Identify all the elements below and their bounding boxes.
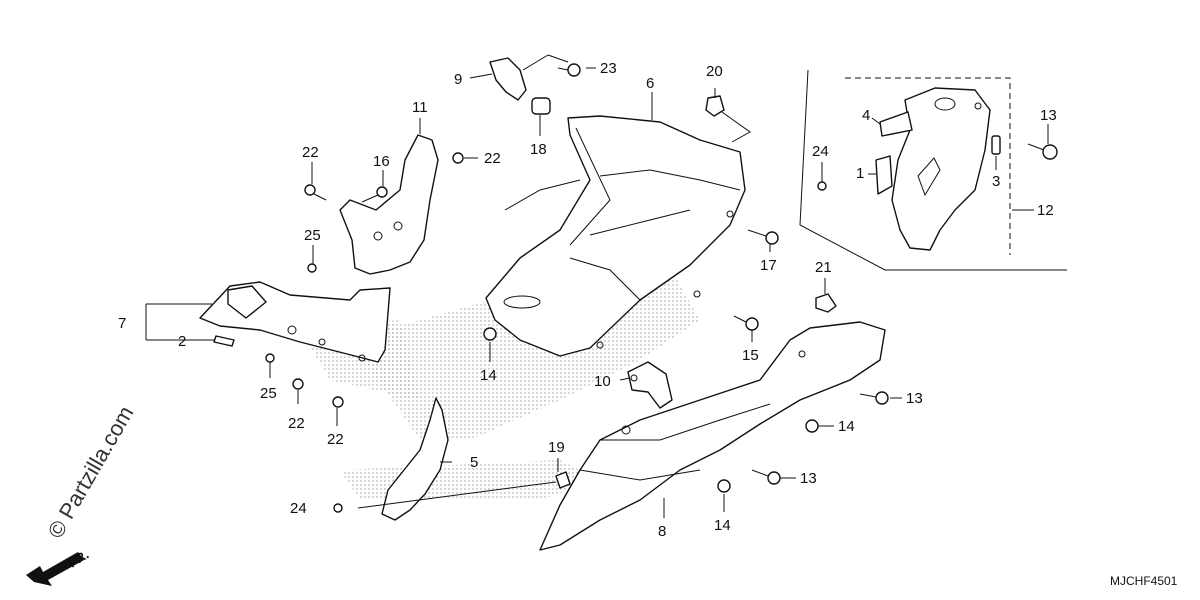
callout-5: 5 [470, 454, 478, 471]
part-3-clip[interactable] [991, 135, 1001, 155]
bolt-22-low [332, 396, 344, 408]
callout-24-bottom: 24 [290, 500, 307, 517]
callout-22-mid: 22 [288, 415, 305, 432]
callout-13-right: 13 [906, 390, 923, 407]
callout-14-center: 14 [480, 367, 497, 384]
callout-14-right: 14 [838, 418, 855, 435]
callout-18: 18 [530, 141, 547, 158]
callout-11: 11 [412, 99, 428, 116]
part-6-upper-cowl[interactable] [485, 115, 746, 357]
part-1-pad[interactable] [875, 155, 893, 195]
part-20-clip[interactable] [705, 95, 725, 117]
part-7-side-panel[interactable] [199, 281, 391, 363]
bolt-17 [747, 229, 779, 245]
part-5-inner-trim[interactable] [381, 397, 449, 521]
bolt-14-c [717, 479, 731, 493]
callout-9: 9 [454, 71, 462, 88]
callout-22-top: 22 [484, 150, 501, 167]
bolt-15 [733, 315, 759, 331]
part-12-inner-panel[interactable] [891, 87, 991, 251]
callout-24-inset: 24 [812, 143, 829, 160]
callout-25-top: 25 [304, 227, 321, 244]
bolt-24-bottom [333, 503, 343, 513]
bolt-14-a [483, 327, 497, 341]
clip-19 [555, 471, 571, 489]
part-9-bracket[interactable] [489, 57, 527, 101]
fasteners [265, 63, 1058, 513]
callout-13-inset: 13 [1040, 107, 1057, 124]
callout-22-left: 22 [302, 144, 319, 161]
bolt-24-inset [817, 181, 827, 191]
callout-1: 1 [856, 165, 864, 182]
callout-2: 2 [178, 333, 186, 350]
part-10-stay[interactable] [627, 361, 673, 409]
callout-14-lower: 14 [714, 517, 731, 534]
bolt-25-top [307, 263, 317, 273]
part-11-bracket[interactable] [339, 134, 439, 275]
part-18-grommet[interactable] [531, 97, 551, 115]
callout-25-bottom: 25 [260, 385, 277, 402]
callout-13-lower: 13 [800, 470, 817, 487]
bolt-23 [557, 63, 581, 77]
callout-21: 21 [815, 259, 832, 276]
part-8-lower-cowl[interactable] [539, 321, 886, 551]
bolt-13-b [751, 469, 781, 485]
diagram-code: MJCHF4501 [1110, 574, 1178, 588]
callout-22-low: 22 [327, 431, 344, 448]
callout-6: 6 [646, 75, 654, 92]
part-2-pad[interactable] [213, 335, 235, 347]
callout-20: 20 [706, 63, 723, 80]
callout-3: 3 [992, 173, 1000, 190]
callouts: 1 2 3 4 5 6 7 8 9 10 11 12 13 13 13 14 1… [118, 60, 1057, 540]
bolt-13-a [859, 391, 889, 405]
callout-15: 15 [742, 347, 759, 364]
bolt-22-left [304, 184, 327, 201]
leader-lines [145, 54, 1049, 518]
part-4-pad[interactable] [879, 111, 913, 137]
callout-10: 10 [594, 373, 611, 390]
bolt-14-b [805, 419, 819, 433]
callout-19: 19 [548, 439, 565, 456]
inset-frame [799, 69, 1067, 271]
bolt-13-inset [1027, 143, 1058, 160]
callout-17: 17 [760, 257, 777, 274]
callout-4: 4 [862, 107, 870, 124]
watermark: © Partzilla.com [43, 402, 139, 543]
bolt-22-mid [292, 378, 304, 390]
callout-7: 7 [118, 315, 126, 332]
callout-8: 8 [658, 523, 666, 540]
front-arrow-icon [26, 552, 84, 586]
bolt-25-bottom [265, 353, 275, 363]
bolt-22-top [452, 152, 464, 164]
callout-12: 12 [1037, 202, 1054, 219]
bolt-16 [361, 186, 388, 203]
callout-16: 16 [373, 153, 390, 170]
part-21-clip[interactable] [815, 293, 837, 313]
callout-23: 23 [600, 60, 617, 77]
